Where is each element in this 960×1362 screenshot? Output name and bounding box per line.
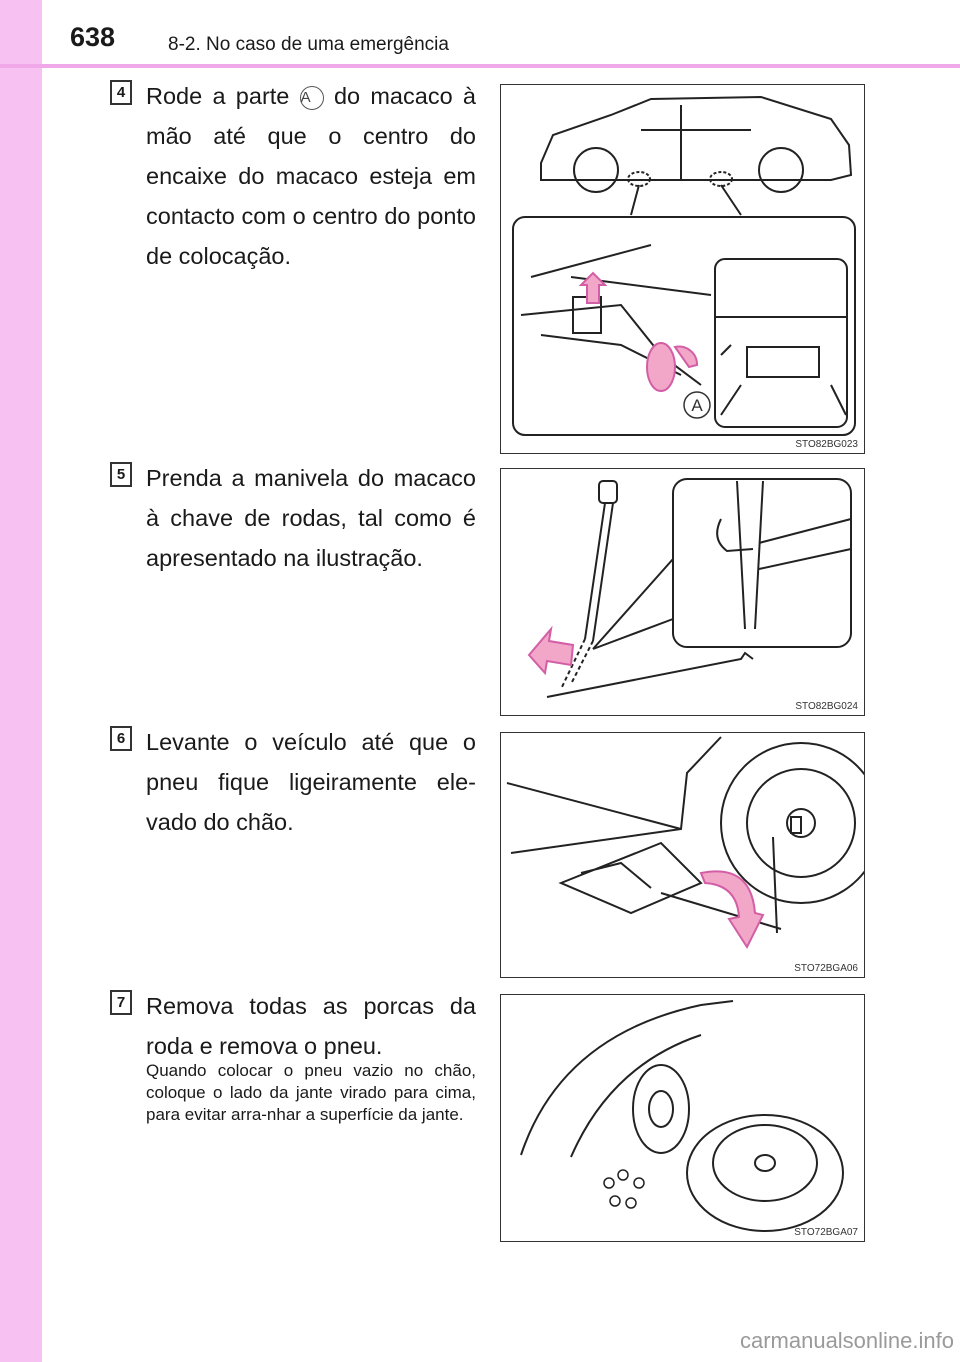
step-5-text: Prenda a manivela do macaco à chave de r… bbox=[146, 465, 476, 571]
figure-code: STO82BG023 bbox=[795, 439, 858, 450]
step-4-text: Rode a parte A do macaco à mão até que o… bbox=[146, 76, 476, 276]
section-title: 8-2. No caso de uma emergência bbox=[168, 34, 449, 55]
figure-lift-vehicle: STO72BGA06 bbox=[500, 732, 865, 978]
watermark-text: carmanualsonline.info bbox=[739, 1328, 954, 1353]
step-4-text-after: do macaco à mão até que o centro do enca… bbox=[146, 83, 476, 269]
step-number-6: 6 bbox=[110, 726, 132, 751]
figure-code: STO72BGA06 bbox=[794, 963, 858, 974]
part-marker-a: A bbox=[299, 85, 324, 110]
figure-handle-attachment: STO82BG024 bbox=[500, 468, 865, 716]
step-4-text-before: Rode a parte bbox=[146, 83, 290, 109]
figure-code: STO82BG024 bbox=[795, 701, 858, 712]
page-number: 638 bbox=[70, 22, 116, 52]
step-number-7: 7 bbox=[110, 990, 132, 1015]
figure-callout-a: A bbox=[691, 396, 703, 415]
figure-jack-positioning: A STO82BG023 bbox=[500, 84, 865, 454]
header-divider bbox=[0, 64, 960, 68]
figure-code: STO72BGA07 bbox=[794, 1227, 858, 1238]
step-number-5: 5 bbox=[110, 462, 132, 487]
page-side-tab bbox=[0, 0, 42, 1362]
step-number-4: 4 bbox=[110, 80, 132, 105]
step-7-text: Remova todas as porcas da roda e remova … bbox=[146, 993, 476, 1059]
figure-remove-wheel: STO72BGA07 bbox=[500, 994, 865, 1242]
step-7-note: Quando colocar o pneu vazio no chão, col… bbox=[146, 1061, 476, 1124]
step-6-text: Levante o veículo até que o pneu fique l… bbox=[146, 729, 476, 835]
